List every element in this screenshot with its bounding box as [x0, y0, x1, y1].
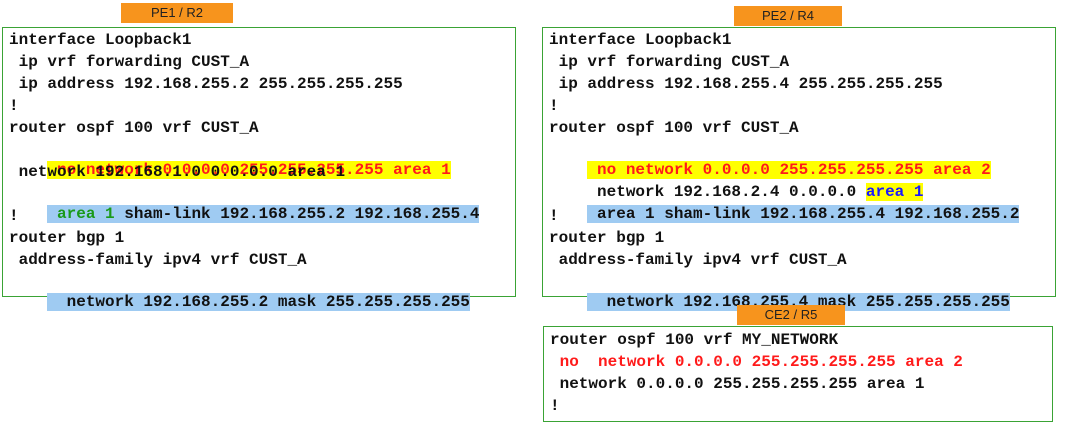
- ce2-label: CE2 / R5: [737, 305, 845, 325]
- pe1-line-4: !: [9, 97, 19, 115]
- pe2-line-6: no network 0.0.0.0 255.255.255.255 area …: [549, 140, 991, 200]
- pe2-line-2: ip vrf forwarding CUST_A: [549, 53, 790, 71]
- pe1-config-box: interface Loopback1 ip vrf forwarding CU…: [2, 27, 516, 311]
- pe1-line-3: ip address 192.168.255.2 255.255.255.255: [9, 75, 403, 93]
- pe2-area-highlight: area 1: [865, 183, 924, 201]
- pe1-label: PE1 / R2: [121, 3, 233, 23]
- pe1-line-1: interface Loopback1: [9, 31, 192, 49]
- pe1-sham-link-highlight: area 1 sham-link 192.168.255.2 192.168.2…: [47, 205, 480, 223]
- pe1-line-6: no network 0.0.0.0 255.255.255.255 area …: [9, 140, 451, 200]
- pe2-no-network-highlight: no network 0.0.0.0 255.255.255.255 area …: [587, 161, 991, 179]
- pe2-bgp-network-highlight: network 192.168.255.4 mask 255.255.255.2…: [587, 293, 1010, 311]
- pe2-line-1: interface Loopback1: [549, 31, 732, 49]
- pe2-line-8: area 1 sham-link 192.168.255.4 192.168.2…: [549, 184, 1020, 244]
- pe2-line-9: !: [549, 207, 559, 225]
- ce2-line-2: no network 0.0.0.0 255.255.255.255 area …: [550, 353, 963, 371]
- pe2-line-4: !: [549, 97, 559, 115]
- pe1-sham-link-text: sham-link 192.168.255.2 192.168.255.4: [114, 205, 480, 223]
- pe2-label: PE2 / R4: [734, 6, 842, 26]
- pe1-line-10: router bgp 1: [9, 229, 125, 247]
- ce2-line-3: network 0.0.0.0 255.255.255.255 area 1: [550, 375, 925, 393]
- pe1-no-network-highlight: no network 0.0.0.0 255.255.255.255 area …: [47, 161, 451, 179]
- pe1-line-8: area 1 sham-link 192.168.255.2 192.168.2…: [9, 184, 480, 244]
- pe2-line-5: router ospf 100 vrf CUST_A: [549, 119, 799, 137]
- pe2-sham-link-highlight: area 1 sham-link 192.168.255.4 192.168.2…: [587, 205, 1020, 223]
- pe2-line-3: ip address 192.168.255.4 255.255.255.255: [549, 75, 943, 93]
- pe1-line-12: network 192.168.255.2 mask 255.255.255.2…: [9, 272, 470, 332]
- pe2-config-box: interface Loopback1 ip vrf forwarding CU…: [542, 27, 1056, 311]
- pe1-line-9: !: [9, 207, 19, 225]
- pe1-line-5: router ospf 100 vrf CUST_A: [9, 119, 259, 137]
- pe2-network-text: network 192.168.2.4 0.0.0.0: [587, 183, 866, 201]
- pe1-area-green: area 1: [47, 205, 115, 223]
- pe2-line-10: router bgp 1: [549, 229, 665, 247]
- ce2-line-4: !: [550, 397, 560, 415]
- pe1-bgp-network-highlight: network 192.168.255.2 mask 255.255.255.2…: [47, 293, 470, 311]
- pe1-line-11: address-family ipv4 vrf CUST_A: [9, 251, 307, 269]
- pe1-line-2: ip vrf forwarding CUST_A: [9, 53, 250, 71]
- pe1-line-7: network 192.168.1.0 0.0.0.0 area 1: [9, 163, 346, 181]
- ce2-config-box: router ospf 100 vrf MY_NETWORK no networ…: [543, 326, 1053, 422]
- pe2-line-7: network 192.168.2.4 0.0.0.0 area 1: [549, 162, 924, 222]
- pe2-line-11: address-family ipv4 vrf CUST_A: [549, 251, 847, 269]
- ce2-line-1: router ospf 100 vrf MY_NETWORK: [550, 331, 839, 349]
- pe2-line-12: network 192.168.255.4 mask 255.255.255.2…: [549, 272, 1010, 332]
